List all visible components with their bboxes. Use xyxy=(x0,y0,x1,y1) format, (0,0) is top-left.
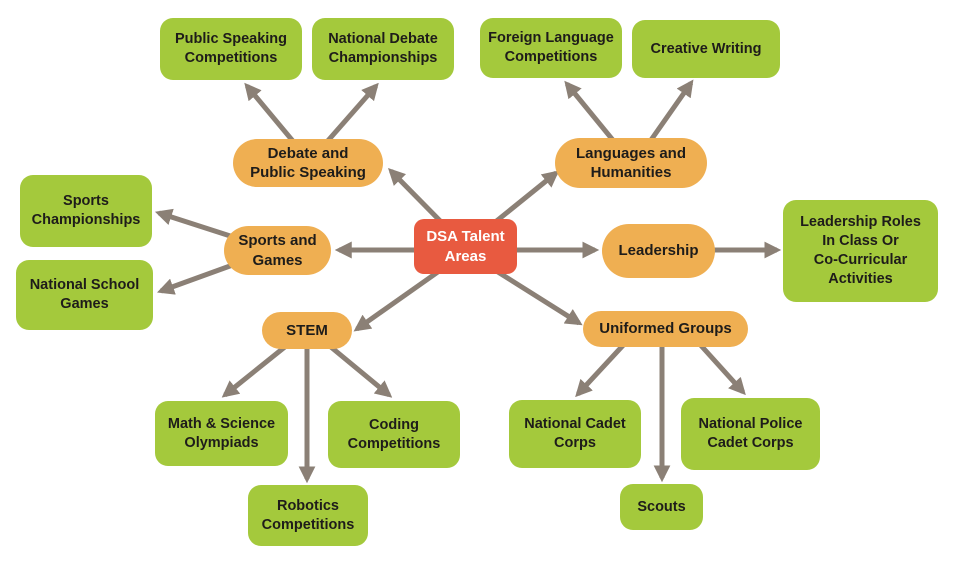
node-label: Robotics Competitions xyxy=(261,497,355,533)
node-label: Scouts xyxy=(637,498,686,515)
node-math-science-olympiads: Math & Science Olympiads xyxy=(155,401,288,466)
node-sports-and-games: Sports and Games xyxy=(224,226,331,275)
node-national-debate-championships: National Debate Championships xyxy=(312,18,454,80)
node-stem: STEM xyxy=(262,312,352,349)
node-debate-and-public-speaking: Debate and Public Speaking xyxy=(233,139,383,187)
node-scouts: Scouts xyxy=(620,484,703,530)
node-creative-writing: Creative Writing xyxy=(632,20,780,78)
node-label: Public Speaking Competitions xyxy=(175,31,287,66)
node-national-cadet-corps: National Cadet Corps xyxy=(509,400,641,468)
node-national-school-games: National School Games xyxy=(16,260,153,330)
node-robotics-competitions: Robotics Competitions xyxy=(248,485,368,546)
node-label: Sports and Games xyxy=(238,232,317,269)
edge-uniformed-national-cadet xyxy=(575,338,630,398)
node-label: STEM xyxy=(286,321,328,339)
node-label: National Debate Championships xyxy=(328,31,438,66)
node-sports-championships: Sports Championships xyxy=(20,175,152,247)
node-label: Debate and Public Speaking xyxy=(250,144,366,182)
node-label: Foreign Language Competitions xyxy=(488,30,614,65)
node-uniformed-groups: Uniformed Groups xyxy=(583,311,748,347)
node-label: National School Games xyxy=(29,277,140,312)
node-label: National Police Cadet Corps xyxy=(698,416,803,451)
node-label: National Cadet Corps xyxy=(524,416,626,451)
node-national-police-cadet-corps: National Police Cadet Corps xyxy=(681,398,820,470)
node-label: Coding Competitions xyxy=(347,416,441,452)
node-languages-and-humanities: Languages and Humanities xyxy=(555,138,707,188)
node-public-speaking-competitions: Public Speaking Competitions xyxy=(160,18,302,80)
node-label: DSA Talent Areas xyxy=(426,228,505,265)
node-foreign-language-competitions: Foreign Language Competitions xyxy=(480,18,622,78)
node-label: Sports Championships xyxy=(31,193,141,228)
node-label: Creative Writing xyxy=(650,40,762,57)
node-label: Math & Science Olympiads xyxy=(167,415,276,451)
node-coding-competitions: Coding Competitions xyxy=(328,401,460,468)
node-label: Leadership Roles In Class Or Co-Curricul… xyxy=(800,214,921,287)
node-dsa-talent-areas: DSA Talent Areas xyxy=(414,219,517,274)
edge-uniformed-national-police xyxy=(694,338,746,396)
node-label: Languages and Humanities xyxy=(575,144,687,182)
node-leadership-roles: Leadership Roles In Class Or Co-Curricul… xyxy=(783,200,938,302)
node-leadership: Leadership xyxy=(602,224,715,278)
node-label: Uniformed Groups xyxy=(599,320,732,338)
node-label: Leadership xyxy=(618,242,699,260)
